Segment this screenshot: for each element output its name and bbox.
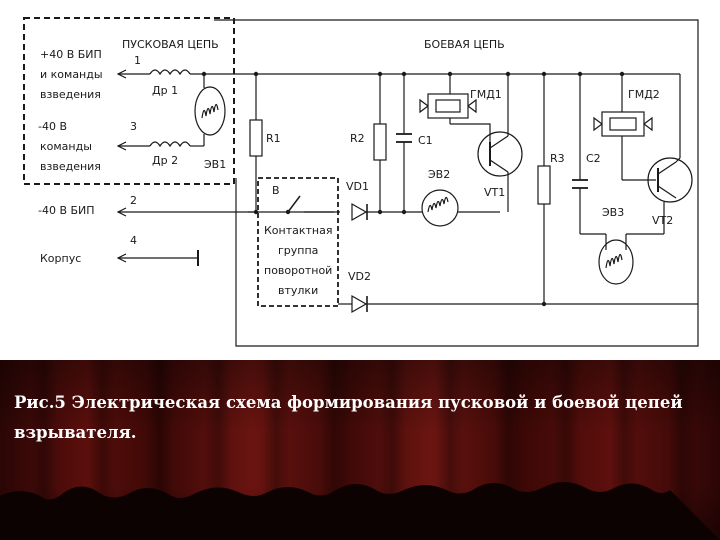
circuit-diagram: +40 В БИП и команды взведения -40 В кома… [23, 17, 699, 347]
sensor-gmd2 [601, 111, 645, 137]
label-r3: R3 [550, 152, 565, 165]
label-vzvedeniya-1: взведения [40, 88, 101, 101]
diode-vd2 [351, 294, 368, 314]
label-puskovaya-cep: ПУСКОВАЯ ЦЕПЬ [122, 38, 219, 51]
label-plus40-bip: +40 В БИП [40, 48, 102, 61]
resistor-r1 [249, 119, 263, 157]
terminal-2-label: 2 [130, 194, 137, 207]
launch-circuit-boundary [23, 17, 235, 185]
label-kontakt-3: поворотной [264, 264, 332, 277]
terminal-arrows [116, 69, 127, 263]
label-minus40-bip: -40 В БИП [38, 204, 95, 217]
terminal-1-label: 1 [134, 54, 141, 67]
junction-dots [201, 71, 625, 307]
label-kontakt-2: группа [278, 244, 318, 257]
label-r2: R2 [350, 132, 365, 145]
label-vt2: VT2 [652, 214, 673, 227]
switch-b [287, 195, 301, 213]
label-ev2: ЭВ2 [428, 168, 450, 181]
label-korpus: Корпус [40, 252, 81, 265]
label-minus40-1: -40 В [38, 120, 67, 133]
figure-caption: Рис.5 Электрическая схема формирования п… [14, 393, 683, 442]
label-vzvedeniya-2: взведения [40, 160, 101, 173]
caption-area: Рис.5 Электрическая схема формирования п… [0, 360, 720, 540]
label-dr2: Др 2 [152, 154, 178, 167]
terminal-3-label: 3 [130, 120, 137, 133]
label-vd1: VD1 [346, 180, 369, 193]
igniter-ev3 [598, 239, 634, 285]
sensor-gmd1 [427, 93, 469, 119]
terminal-4-label: 4 [130, 234, 137, 247]
label-dr1: Др 1 [152, 84, 178, 97]
resistor-r3 [537, 165, 551, 205]
label-vt1: VT1 [484, 186, 505, 199]
transistor-vt2 [647, 157, 693, 203]
resistor-r2 [373, 123, 387, 161]
labels: +40 В БИП и команды взведения -40 В кома… [38, 38, 673, 297]
label-kontakt-1: Контактная [264, 224, 332, 237]
choke-dr1 [149, 69, 191, 76]
label-c1: C1 [418, 134, 433, 147]
label-vd2: VD2 [348, 270, 371, 283]
label-kontakt-4: втулки [278, 284, 318, 297]
label-ev1: ЭВ1 [204, 158, 226, 171]
label-c2: C2 [586, 152, 601, 165]
label-gmd2: ГМД2 [628, 88, 660, 101]
label-komandy: команды [40, 140, 92, 153]
label-boevaya-cep: БОЕВАЯ ЦЕПЬ [424, 38, 505, 51]
label-ev3: ЭВ3 [602, 206, 624, 219]
choke-dr2 [149, 141, 191, 148]
combat-circuit-boundary [214, 19, 699, 347]
label-r1: R1 [266, 132, 281, 145]
igniter-ev2 [421, 189, 459, 227]
label-switch-b: В [272, 184, 280, 197]
label-i-komandy: и команды [40, 68, 103, 81]
transistor-vt1 [477, 131, 523, 177]
curtain-fringe [0, 482, 720, 540]
contact-group-boundary [257, 177, 339, 307]
diode-vd1 [351, 202, 368, 222]
igniter-ev1 [194, 86, 226, 136]
wires [23, 17, 699, 347]
label-gmd1: ГМД1 [470, 88, 502, 101]
